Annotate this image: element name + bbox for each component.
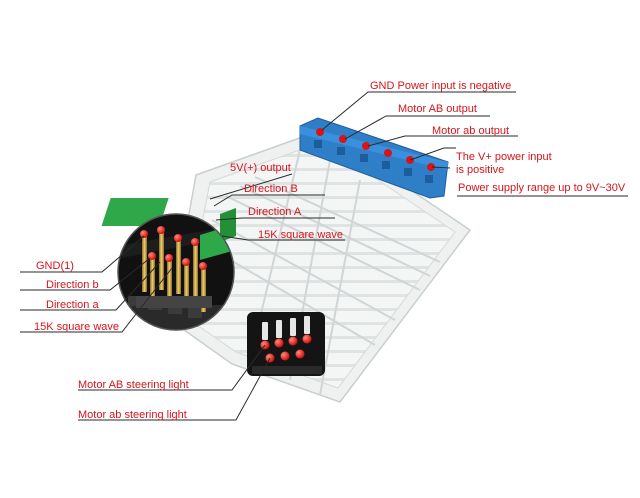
label-direction-A: Direction A [248,206,302,218]
label-gnd-power-input: GND Power input is negative [370,80,511,92]
label-square-wave-right: 15K square wave [258,229,343,241]
label-power-supply-range: Power supply range up to 9V~30V [458,182,626,194]
led-magnifier [247,312,325,376]
label-direction-b: Direction b [46,279,99,291]
label-motor-AB-output: Motor AB output [398,103,477,115]
label-vplus-line2: is positive [456,164,504,176]
label-vplus-line1: The V+ power input [456,151,552,163]
label-motor-ab-output: Motor ab output [432,125,509,137]
label-motor-AB-steering-light: Motor AB steering light [78,379,189,391]
label-direction-a: Direction a [46,299,99,311]
label-square-wave-left: 15K square wave [34,321,119,333]
label-5v-output: 5V(+) output [230,162,291,174]
label-gnd1: GND(1) [36,260,74,272]
label-direction-B: Direction B [244,183,298,195]
label-motor-ab-steering-light: Motor ab steering light [78,409,187,421]
